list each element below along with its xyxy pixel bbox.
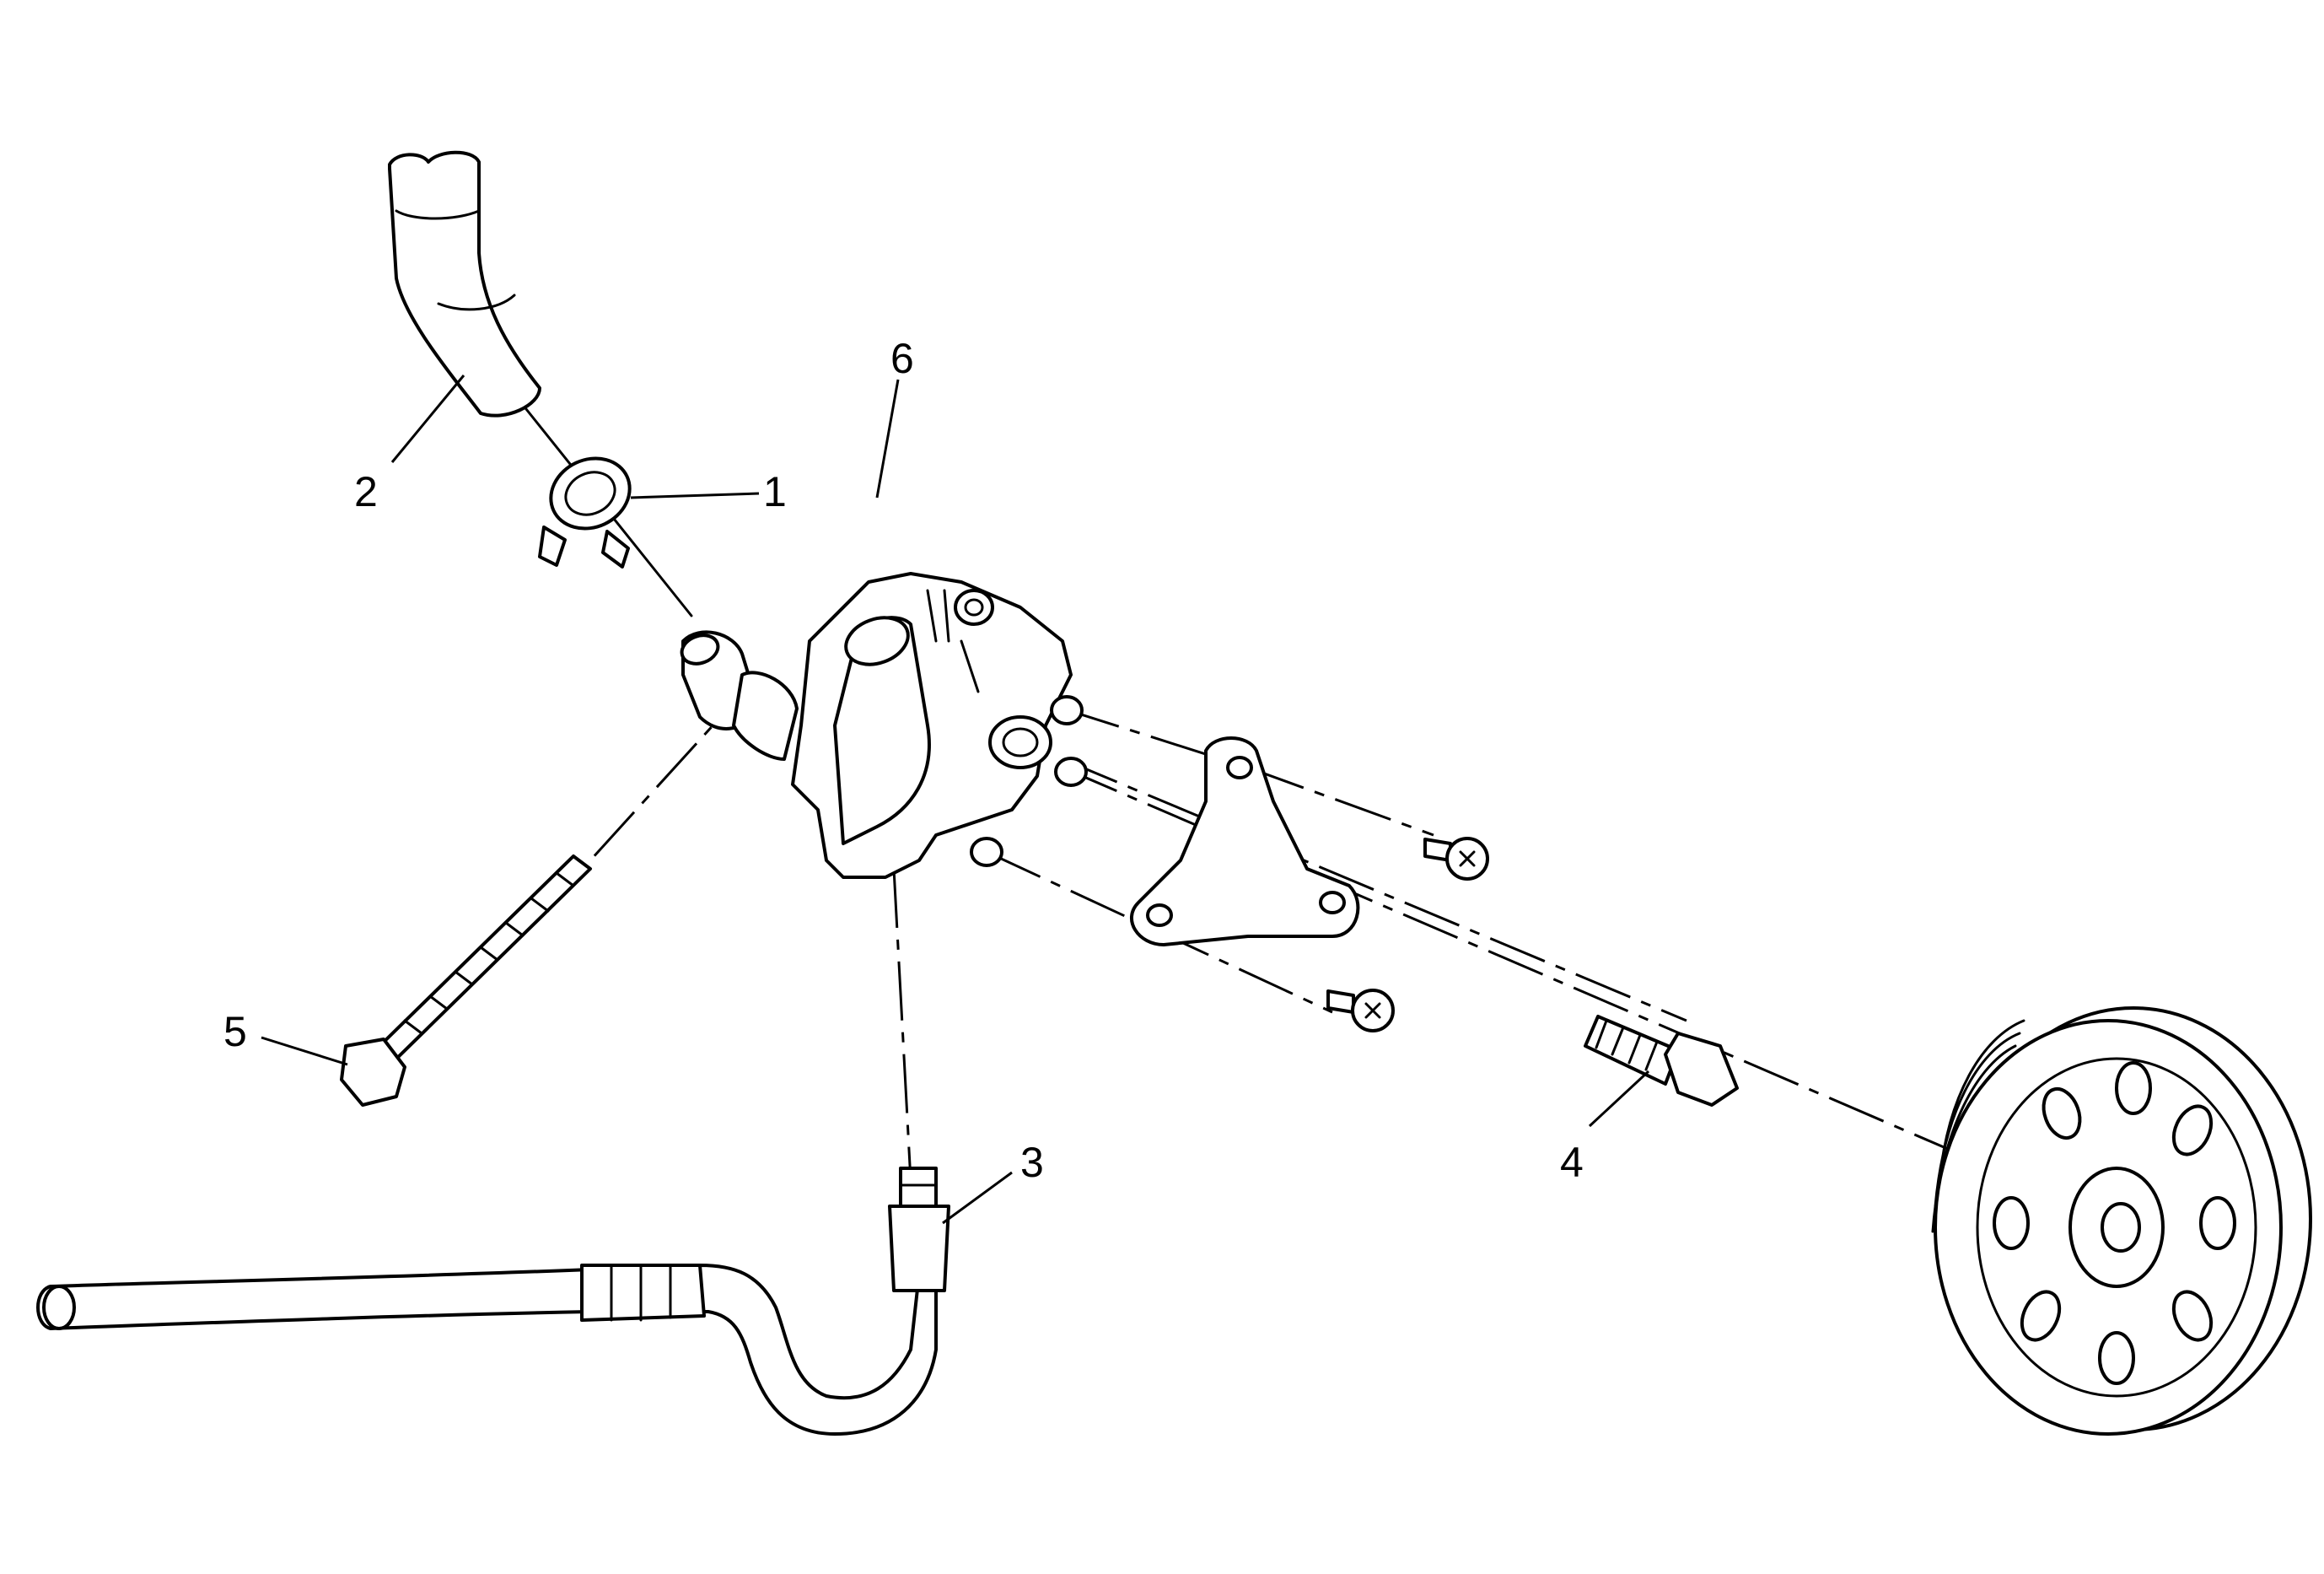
upper-mount-hole: [1050, 695, 1084, 725]
mounting-boss: [954, 589, 994, 626]
lower-mount-hole: [970, 837, 1003, 867]
bracket-bolt-upper: [1423, 837, 1489, 881]
clamp-tab: [538, 526, 567, 567]
clamp-tab-2: [601, 530, 630, 569]
pump-side-boss: [732, 671, 799, 761]
bracket-hole-right: [1319, 891, 1346, 914]
callout-3: 3: [1020, 1139, 1044, 1186]
pulley-hole: [2199, 1196, 2236, 1250]
pulley-lightening-holes: [1993, 1061, 2236, 1385]
clamp-ring: [549, 456, 632, 531]
fitting-tip: [899, 1167, 938, 1208]
bolt4-axis-line: [1062, 757, 1687, 1022]
leader-6: [875, 379, 900, 499]
leader-1: [630, 492, 760, 499]
hose-open-end: [42, 1285, 76, 1330]
pump-shaft: [1002, 727, 1039, 757]
leader-5: [261, 1036, 348, 1066]
bracket-hole-left: [1146, 903, 1173, 927]
pump-bolt-thread: [1595, 1019, 1659, 1071]
hose-band-line: [437, 294, 516, 311]
reservoir-hose: [388, 150, 541, 418]
hose-crimp-sleeve: [580, 1264, 706, 1322]
pump-bolt-head: [1664, 1032, 1739, 1107]
mounting-bracket: [1129, 736, 1360, 946]
upper-bolt-axis-line-2: [1247, 766, 1434, 837]
pulley-hole: [2042, 1086, 2082, 1140]
upper-bolt-axis-line: [1062, 707, 1249, 769]
fitting-nut: [888, 1205, 950, 1292]
pressure-hose-line: [36, 1167, 950, 1436]
long-pump-bolt: [340, 854, 592, 1107]
power-steering-pump: [680, 572, 1088, 879]
mounting-boss-hole: [964, 598, 984, 617]
pump-bolt: [1584, 1015, 1739, 1107]
pulley-hole: [1993, 1196, 2030, 1250]
clamp-ring-inner: [564, 471, 616, 516]
bracket-plate: [1129, 736, 1360, 946]
reservoir-cap: [844, 616, 910, 666]
pump-shaft-seal: [988, 715, 1052, 769]
pulley-hole: [2171, 1104, 2214, 1156]
hose-shade-line: [395, 209, 481, 220]
long-bolt-head: [340, 1038, 406, 1107]
pulley-face: [1976, 1057, 2257, 1398]
hose-tube: [36, 1264, 938, 1436]
callout-labels: 1 2 3 4 5 6: [223, 335, 1584, 1186]
long-bolt-thread: [403, 871, 575, 1035]
leader-3: [942, 1171, 1013, 1225]
bracket-bolt-upper-torx: [1459, 850, 1476, 867]
callout-6: 6: [890, 335, 914, 382]
pulley-hole: [2171, 1290, 2214, 1342]
callout-4: 4: [1560, 1139, 1584, 1186]
inlet-nipple: [680, 633, 720, 666]
bracket-hole-upper: [1226, 756, 1253, 779]
pump-detail-lines: [926, 589, 980, 693]
callout-1: 1: [763, 468, 787, 515]
center-mount-hole: [1054, 757, 1088, 787]
bracket-bolt-lower-torx: [1364, 1002, 1381, 1019]
bracket-bolt-lower-shank: [1326, 989, 1355, 1014]
pulley-hole: [2098, 1331, 2135, 1385]
hose-crimp-bands: [610, 1264, 672, 1322]
line3-axis-line: [892, 868, 912, 1182]
callout-5: 5: [223, 1008, 247, 1055]
pulley-grooves: [1931, 1019, 2025, 1233]
pump-pulley: [1931, 1006, 2312, 1436]
callout-2: 2: [354, 468, 378, 515]
bracket-bolt-lower: [1326, 989, 1395, 1032]
callout-leaders: [261, 375, 1650, 1225]
hose-clamp: [538, 456, 632, 569]
leader-2: [390, 375, 465, 463]
pulley-bore: [2101, 1202, 2141, 1253]
pulley-hole: [2115, 1061, 2152, 1115]
pump-bolt-shank: [1584, 1015, 1680, 1086]
pulley-hole: [2020, 1290, 2062, 1342]
leader-4: [1588, 1070, 1650, 1128]
long-bolt-shank: [369, 854, 592, 1069]
